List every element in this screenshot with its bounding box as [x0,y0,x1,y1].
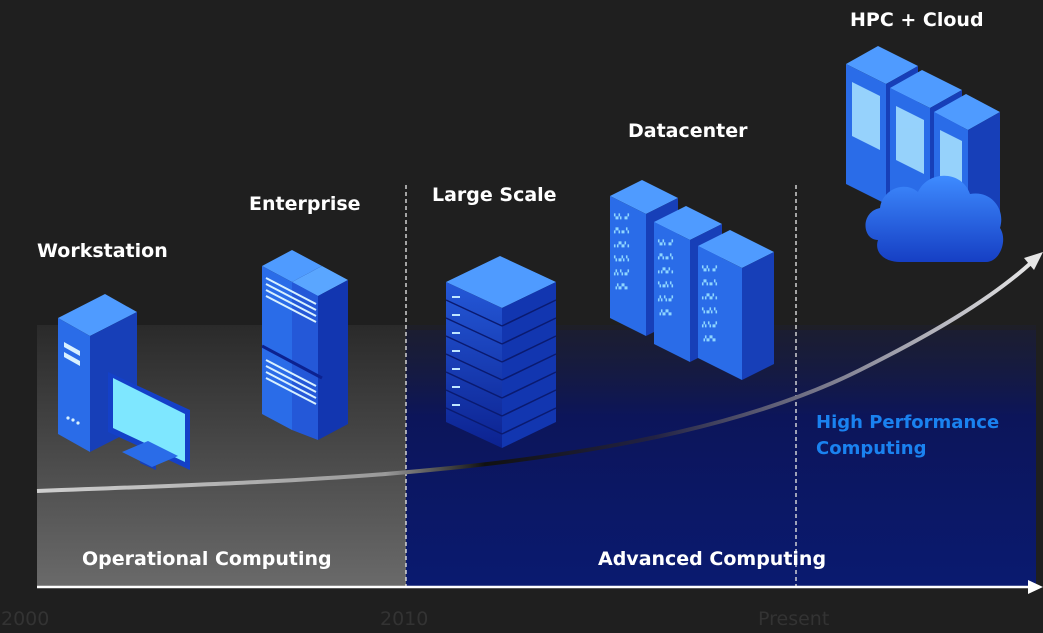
server-rack-icon [445,256,557,448]
tick-label-2010: 2010 [380,608,429,630]
timeline-arrowhead [1028,580,1043,594]
workstation-icon [58,294,190,470]
band-label-operational: Operational Computing [82,548,332,570]
svg-text:▞▚▗▖▚: ▞▚▗▖▚ [657,253,674,260]
svg-text:▚▞▖▗▞: ▚▞▖▗▞ [657,239,674,246]
growth-curve [36,260,1034,493]
svg-text:▚▗▞▖▚: ▚▗▞▖▚ [701,307,718,314]
tick-label-present: Present [758,608,830,630]
svg-text:▞▚▗▖▚: ▞▚▗▖▚ [701,279,718,286]
enterprise-server-icon [261,250,348,440]
tick-label-2000: 2000 [1,608,50,630]
growth-curve-arrowhead [1024,252,1043,270]
stage-label-hpc-cloud: HPC + Cloud [850,9,984,31]
svg-text:▚▗▞▖▚: ▚▗▞▖▚ [613,255,630,262]
svg-text:▖▞▚▞▗: ▖▞▚▞▗ [613,241,630,248]
stage-label-large-scale: Large Scale [432,184,557,206]
svg-text:▞▖▚▗▞: ▞▖▚▗▞ [701,321,718,328]
stage-label-datacenter: Datacenter [628,120,748,142]
svg-text:▚▗▞▖▚: ▚▗▞▖▚ [657,281,674,288]
svg-text:▞▚▗▖▚: ▞▚▗▖▚ [613,227,630,234]
svg-text:▗▚▞▚▖: ▗▚▞▚▖ [614,283,629,290]
hpc-cloud-icon [846,46,1004,262]
svg-text:▖▞▚▞▗: ▖▞▚▞▗ [701,293,718,300]
band-label-advanced: Advanced Computing [598,548,827,570]
datacenter-icon: ▚▞▖▗▞ ▞▚▗▖▚ ▖▞▚▞▗ ▚▗▞▖▚ ▞▖▚▗▞ ▗▚▞▚▖ ▚▞▖▗▞ ▞▚… [610,180,774,380]
hpc-callout: High Performance Computing [816,410,999,462]
svg-text:▞▖▚▗▞: ▞▖▚▗▞ [657,295,674,302]
hpc-callout-line1: High Performance [816,412,1000,433]
svg-text:▖▞▚▞▗: ▖▞▚▞▗ [657,267,674,274]
svg-text:▗▚▞▚▖: ▗▚▞▚▖ [702,335,717,342]
stage-label-enterprise: Enterprise [249,193,361,215]
stage-label-workstation: Workstation [37,240,168,262]
hpc-callout-line2: Computing [816,438,927,459]
svg-text:▚▞▖▗▞: ▚▞▖▗▞ [701,265,718,272]
svg-text:▗▚▞▚▖: ▗▚▞▚▖ [658,309,673,316]
svg-text:▞▖▚▗▞: ▞▖▚▗▞ [613,269,630,276]
svg-text:▚▞▖▗▞: ▚▞▖▗▞ [613,213,630,220]
